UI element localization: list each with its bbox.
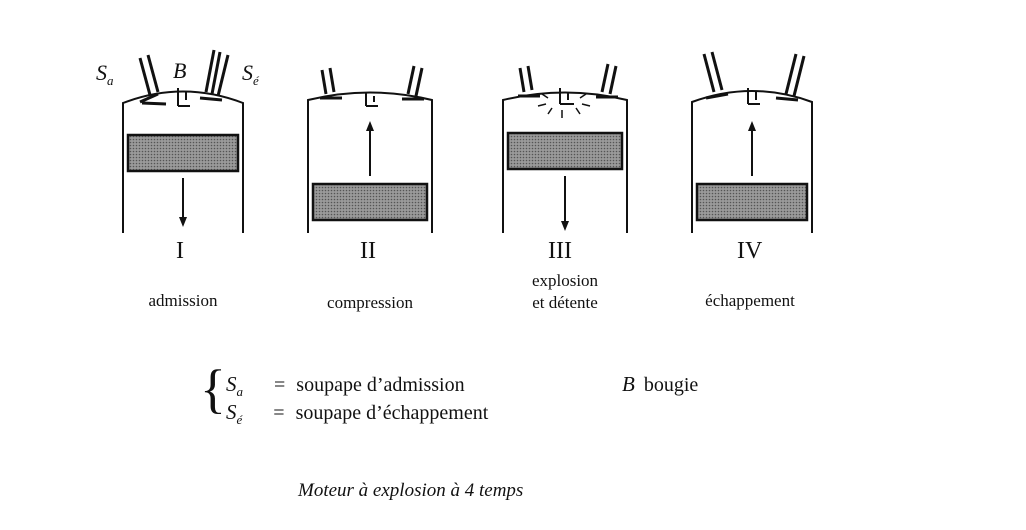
cylinder-1-intake-valve	[138, 54, 167, 106]
stage-4-numeral: IV	[737, 238, 763, 264]
cylinder-1-exhaust-valve	[199, 49, 230, 102]
stage-1-caption-line: admission	[148, 291, 218, 310]
legend-brace: {	[200, 359, 226, 419]
stage-1-numeral: I	[176, 238, 184, 264]
cylinder-4-walls	[691, 90, 813, 233]
cylinder-3-intake-valve	[518, 65, 540, 98]
stage-4-caption: échappement	[685, 290, 815, 312]
cylinder-3-spark-plug	[559, 88, 574, 105]
cylinder-2-walls	[307, 91, 433, 233]
cylinder-3-walls	[502, 91, 628, 233]
legend-row-exhaust-sub: é	[236, 412, 243, 427]
legend-row-intake-symbol: S	[226, 372, 237, 396]
stage-2-caption-line: compression	[327, 293, 413, 312]
cylinder-1-spark-plug	[177, 88, 190, 107]
cylinder-3-exhaust-valve	[596, 63, 618, 99]
cylinder-1-piston	[126, 133, 240, 173]
cylinder-1-walls	[122, 90, 244, 233]
legend-row-exhaust-eq: =	[273, 402, 285, 424]
legend-row-exhaust-text: soupape d’échappement	[295, 402, 489, 424]
cylinder-3	[502, 63, 628, 233]
cylinder-2-intake-valve	[320, 67, 342, 100]
legend-spark-plug-text: bougie	[643, 374, 699, 396]
stage-3-caption-line-2: et détente	[532, 293, 598, 313]
stage-4-caption-line: échappement	[705, 291, 795, 310]
cylinder-2-piston	[311, 182, 429, 222]
legend-row-intake-eq: =	[274, 374, 286, 396]
legend-row-intake-text: soupape d’admission	[296, 374, 465, 396]
legend-row-intake-sub: a	[236, 384, 244, 399]
stage-1-caption: admission	[133, 290, 233, 312]
cylinder-4-piston	[695, 182, 809, 222]
cylinder-3-spark	[537, 93, 591, 118]
legend-row-intake: Sa = soupape d’admission	[226, 372, 465, 400]
stage-3-caption-line-1: explosion	[531, 271, 599, 290]
legend-row-exhaust-symbol: S	[226, 400, 237, 424]
cylinder-1	[122, 49, 244, 233]
cylinder-4	[691, 51, 813, 233]
legend-spark-plug: B bougie	[622, 372, 698, 397]
legend-row-exhaust: Sé = soupape d’échappement	[226, 400, 488, 428]
cylinder-3-piston	[506, 131, 624, 171]
cylinder-4-intake-valve	[702, 51, 729, 100]
stage-2-numeral: II	[360, 238, 376, 264]
spark-plug-label: B	[173, 58, 187, 83]
stage-3-numeral: III	[548, 238, 572, 264]
legend-spark-plug-symbol: B	[622, 372, 635, 396]
cylinder-4-exhaust-valve	[775, 53, 806, 102]
cylinder-2	[307, 65, 433, 233]
exhaust-valve-label: Sé	[242, 60, 259, 88]
cylinder-4-spark-plug	[747, 88, 760, 105]
stage-2-caption: compression	[310, 292, 430, 314]
stage-3-caption: explosion et détente	[505, 270, 625, 314]
intake-valve-label: Sa	[96, 60, 114, 88]
cylinder-2-spark-plug	[365, 92, 378, 107]
cylinder-2-exhaust-valve	[402, 65, 424, 101]
figure-caption: Moteur à explosion à 4 temps	[298, 480, 524, 501]
